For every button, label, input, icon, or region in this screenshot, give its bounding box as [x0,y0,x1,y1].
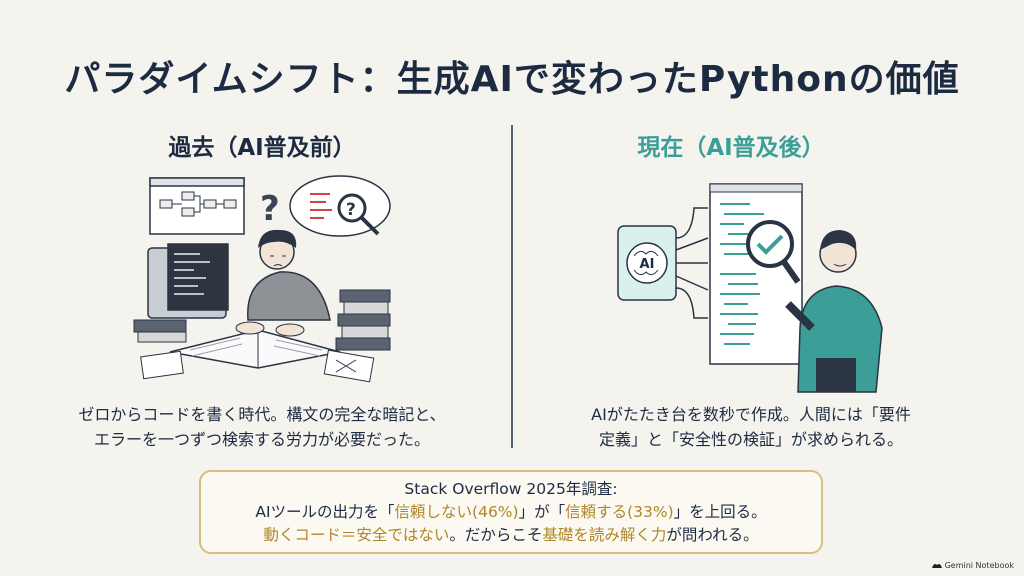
magnifier-check-icon [746,220,801,284]
stressed-person-icon [247,229,331,321]
highlight-fundamentals: 基礎を読み解く力 [542,526,667,544]
left-books-icon [133,319,187,343]
verifying-person-icon [785,230,883,393]
column-divider [511,125,513,448]
present-caption-line1: AIがたたき台を数秒で作成。人間には「要件 [591,405,911,424]
distrust-stat: 信頼しない(46%) [394,503,519,521]
page-title: パラダイムシフト：生成AIで変わったPythonの価値 [64,59,960,100]
gemini-notebook-logo: Gemini Notebook [931,561,1014,570]
svg-text:?: ? [346,200,356,220]
survey-callout: Stack Overflow 2025年調査: AIツールの出力を「信頼しない(… [199,470,823,554]
flowchart-window-icon [149,177,245,235]
present-illustration: AI [617,183,883,393]
logo-icon [931,563,942,568]
past-caption-line1: ゼロからコードを書く時代。構文の完全な暗記と、 [78,405,446,424]
code-window-icon [709,183,803,365]
present-caption: AIがたたき台を数秒で作成。人間には「要件 定義」と「安全性の検証」が求められる… [541,402,961,452]
past-caption: ゼロからコードを書く時代。構文の完全な暗記と、 エラーを一つずつ検索する労力が必… [52,402,472,452]
survey-line3: 動くコード＝安全ではない。だからこそ基礎を読み解く力が問われる。 [201,524,821,547]
present-caption-line2: 定義」と「安全性の検証」が求められる。 [598,430,903,449]
connector-arrows-icon [675,207,709,319]
crt-monitor-icon [147,243,229,319]
survey-text: AIツールの出力を「 [255,503,395,521]
ai-brain-box: AI [617,225,677,301]
survey-text: 。だからこそ [449,526,543,544]
past-caption-line2: エラーを一つずつ検索する労力が必要だった。 [93,430,430,449]
question-mark-icon: ? [260,189,280,229]
survey-text: 」が「 [518,503,566,521]
present-heading: 現在（AI普及後） [637,135,825,161]
past-heading: 過去（AI普及前） [168,135,356,161]
ai-label: AI [640,257,655,272]
open-book-icon [169,321,341,369]
survey-title: Stack Overflow 2025年調査: [404,480,618,498]
scattered-papers-icon [140,349,375,383]
logo-text: Gemini Notebook [944,561,1014,570]
survey-line2: AIツールの出力を「信頼しない(46%)」が「信頼する(33%)」を上回る。 [201,501,821,524]
survey-text: が問われる。 [666,526,759,544]
survey-text: 」を上回る。 [673,503,767,521]
highlight-safety: 動くコード＝安全ではない [263,526,450,544]
trust-stat: 信頼する(33%) [565,503,674,521]
past-illustration: ? ? [133,175,391,383]
book-stack-icon [335,289,391,351]
